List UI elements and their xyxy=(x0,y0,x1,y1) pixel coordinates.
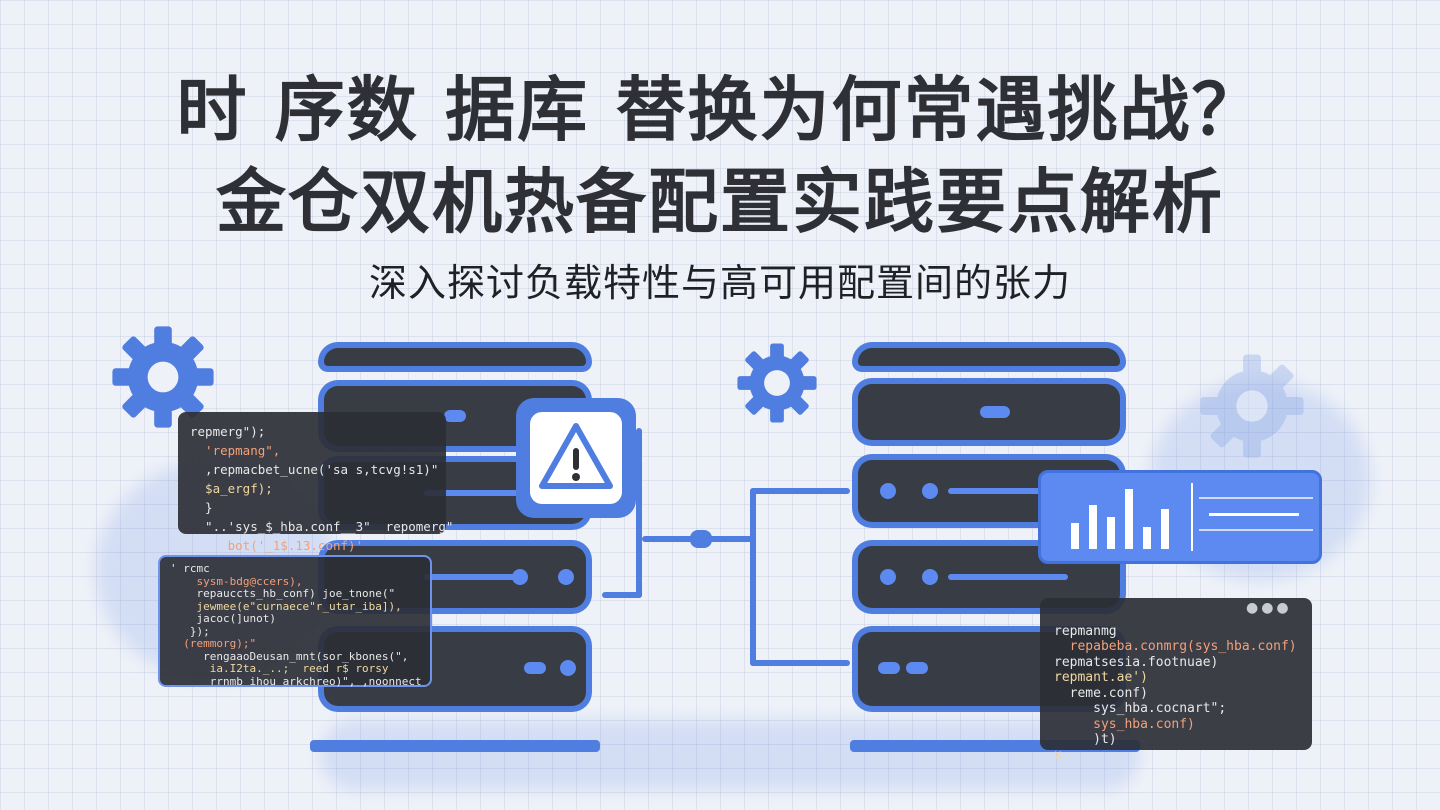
title-line-1: 时 序数 据库 替换为何常遇挑战？ xyxy=(176,69,1264,151)
status-led xyxy=(512,569,528,585)
status-bar xyxy=(424,574,524,580)
connection-wire xyxy=(602,592,642,598)
status-pill xyxy=(878,662,900,674)
code-line: reme.conf) xyxy=(1054,685,1148,701)
gear-icon xyxy=(737,343,817,423)
status-bar xyxy=(948,574,1068,580)
status-led xyxy=(922,483,938,499)
status-led xyxy=(880,569,896,585)
window-dots-icon: ●●● xyxy=(1246,600,1292,616)
code-line: 'repmang", xyxy=(190,443,281,458)
chart-bar xyxy=(1143,527,1151,549)
code-panel-replication: ' rcmc sysm-bdg@ccers), repauccts_hb_con… xyxy=(158,555,432,687)
code-line: repmanmg xyxy=(1054,623,1117,639)
code-line: repabeba.conmrg(sys_hba.conf) xyxy=(1054,639,1297,654)
chart-line xyxy=(1199,529,1313,531)
code-line: jacoc(]unot) xyxy=(170,612,276,625)
code-line: rrnmb_ihou_arkchreo)", ,noonnect xyxy=(170,674,422,688)
connection-wire xyxy=(750,660,850,666)
connector-node xyxy=(690,530,712,548)
background-blob xyxy=(320,720,1140,790)
code-line: bot('_1$.13.conf)' xyxy=(190,538,364,553)
code-line: sysm-bdg@ccers), xyxy=(170,574,303,588)
chart-bar xyxy=(1161,509,1169,549)
server-unit xyxy=(858,348,1120,366)
chart-bar xyxy=(1125,489,1133,549)
code-line: sys_hba.conf) xyxy=(1054,716,1195,732)
server-unit xyxy=(858,384,1120,440)
status-led xyxy=(880,483,896,499)
code-line: repauccts_hb_conf) joe_tnone(" xyxy=(170,587,396,600)
gear-icon xyxy=(112,326,214,428)
code-line: } xyxy=(190,500,213,515)
code-line: "..'sys_$_hba.conf__3" repomerg" xyxy=(190,519,454,534)
chart-line xyxy=(1199,497,1313,499)
code-panel-config: repmerg"); 'repmang", ,repmacbet_ucne('s… xyxy=(178,412,454,553)
code-line: $a_ergf); xyxy=(190,481,273,496)
code-line: ,repmacbet_ucne('sa s,tcvg!s1)" xyxy=(190,462,439,477)
code-line: repmant.ae') xyxy=(1054,670,1148,685)
warning-card xyxy=(516,398,636,518)
code-line: }); xyxy=(170,624,210,638)
code-line: ia.I2ta._..; reed r$ rorsy xyxy=(170,662,389,675)
chart-line xyxy=(1209,513,1299,516)
code-line: x. xyxy=(1054,747,1070,763)
connection-wire xyxy=(750,488,850,494)
status-pill xyxy=(906,662,928,674)
code-line: )t) xyxy=(1054,732,1117,747)
chart-card xyxy=(1038,470,1322,564)
status-led xyxy=(560,660,576,676)
status-pill xyxy=(444,410,466,422)
chart-line xyxy=(1191,483,1193,551)
code-line: ' rcmc xyxy=(170,562,210,575)
chart-bar xyxy=(1071,523,1079,549)
chart-bar xyxy=(1107,517,1115,549)
rack-base xyxy=(310,740,600,752)
status-bar xyxy=(424,490,524,496)
status-pill xyxy=(980,406,1010,418)
status-pill xyxy=(524,662,546,674)
gear-icon xyxy=(1200,354,1304,458)
code-line: repmerg"); xyxy=(190,424,266,439)
status-bar xyxy=(948,488,1068,494)
status-led xyxy=(922,569,938,585)
code-line: (remmorg);" xyxy=(170,637,257,650)
code-line: sys_hba.cocnart"; xyxy=(1054,701,1227,716)
warning-icon xyxy=(539,423,613,489)
status-led xyxy=(558,569,574,585)
code-panel-hba: repmanmg repabeba.conmrg(sys_hba.conf)re… xyxy=(1040,598,1312,763)
connection-wire xyxy=(750,488,756,666)
code-line: jewmee(e"curnaece"r_utar_iba]), xyxy=(170,599,402,613)
chart-bar xyxy=(1089,505,1097,549)
subtitle: 深入探讨负载特性与高可用配置间的张力 xyxy=(368,261,1071,305)
connection-wire xyxy=(636,428,642,598)
title-line-2: 金仓双机热备配置实践要点解析 xyxy=(216,161,1224,243)
code-line: rengaaoDeusan_mnt(sor_kbones(", xyxy=(170,649,409,663)
server-unit xyxy=(324,348,586,366)
code-line: repmatsesia.footnuae) xyxy=(1054,654,1219,670)
